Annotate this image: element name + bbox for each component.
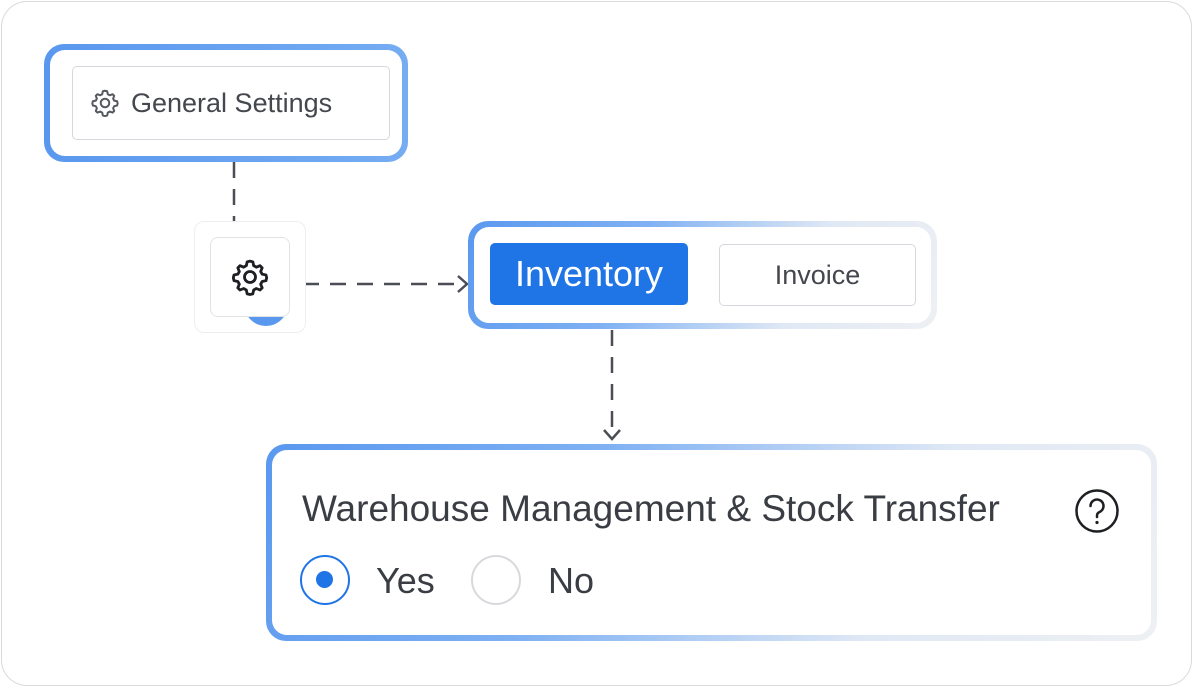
question-circle-icon[interactable] (1074, 488, 1120, 534)
warehouse-setting-card: Warehouse Management & Stock Transfer Ye… (266, 444, 1157, 641)
tab-invoice[interactable]: Invoice (719, 244, 916, 306)
gear-icon (91, 89, 119, 118)
radio-no[interactable] (471, 555, 521, 605)
general-settings-card: General Settings (44, 44, 408, 162)
setting-title: Warehouse Management & Stock Transfer (302, 488, 1000, 529)
radio-yes-label: Yes (376, 560, 435, 601)
gear-icon (231, 259, 269, 296)
arrowhead-right (457, 275, 469, 293)
module-tabs-card: Inventory Invoice (468, 221, 937, 329)
general-settings-button[interactable]: General Settings (72, 66, 390, 140)
radio-no-label: No (548, 560, 595, 601)
radio-yes[interactable] (300, 555, 350, 605)
general-settings-label: General Settings (131, 87, 333, 118)
arrowhead-down (603, 429, 621, 441)
tab-inventory[interactable]: Inventory (490, 243, 688, 305)
gear-node[interactable] (210, 237, 290, 317)
